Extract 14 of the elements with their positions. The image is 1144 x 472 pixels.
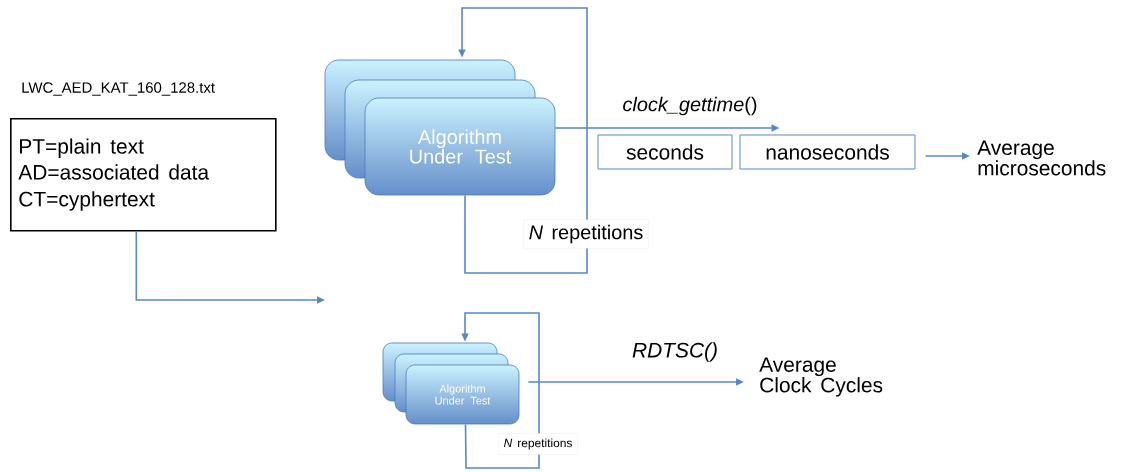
arrow: [461, 312, 540, 469]
result-text: Average Clock Cycles: [759, 357, 883, 397]
edge-label: RDTSC(): [630, 340, 720, 364]
edge-label: clock_gettime(): [620, 94, 760, 118]
result-text: Average microseconds: [977, 140, 1106, 176]
value-box: seconds: [597, 134, 733, 170]
algorithm-stack: Algorithm Under Test: [382, 342, 520, 425]
file-box: LWC_AED_KAT_160_128.txt PT=plain text AD=associated data CT=cyphertext: [10, 82, 277, 232]
edge-label: N repetitions: [523, 219, 649, 249]
arrow: [458, 7, 588, 274]
algorithm-stack: Algorithm Under Test: [324, 59, 556, 196]
value-box: nanoseconds: [739, 134, 916, 170]
node-label: LWC_AED_KAT_160_128.txt: [22, 82, 215, 96]
edge-label: N repetitions: [498, 433, 578, 455]
